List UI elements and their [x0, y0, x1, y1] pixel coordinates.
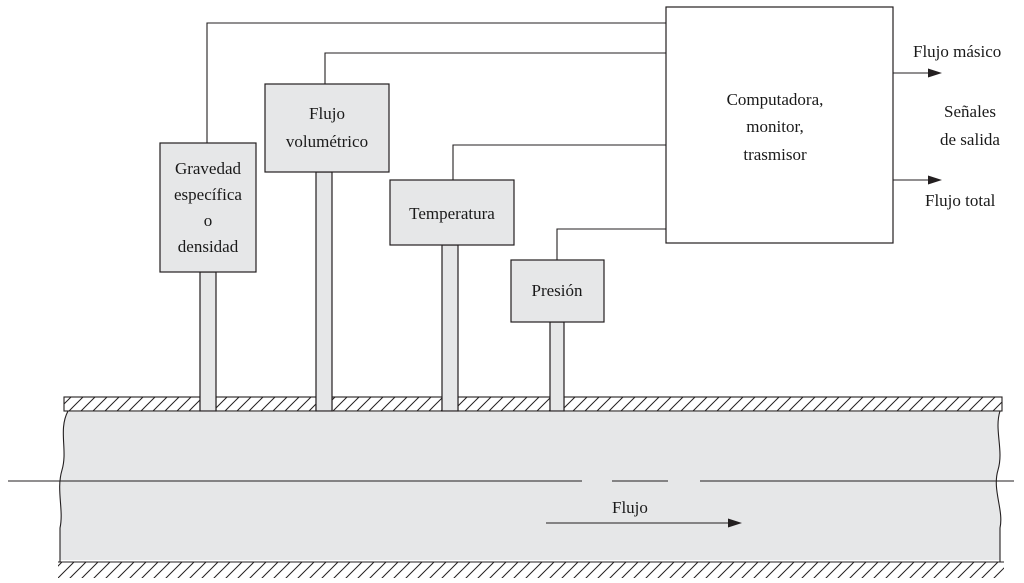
computer-label-line: trasmisor [743, 145, 807, 164]
flow-label: Flujo [612, 498, 648, 517]
sensor-label-line: Temperatura [409, 204, 495, 223]
sensor-label-line: o [204, 211, 213, 230]
pipe-right-break [995, 410, 1002, 562]
sensor-presion: Presión [510, 259, 605, 412]
sensor-box [389, 179, 515, 246]
sensor-box [264, 83, 390, 173]
output-label-senales: Señales [944, 102, 996, 121]
flow-arrow [546, 518, 742, 528]
sensor-temperatura: Temperatura [389, 179, 515, 412]
output-label-flujo-total: Flujo total [925, 191, 996, 210]
sensor-label-line: Flujo [309, 104, 345, 123]
wire-gravedad [206, 22, 666, 143]
sensor-label-line: Gravedad [175, 159, 242, 178]
pipe-left-break [59, 410, 69, 562]
computer-block: Computadora, monitor, trasmisor [665, 6, 894, 244]
output-label-senales: de salida [940, 130, 1000, 149]
sensor-box [159, 142, 257, 273]
signal-wires [206, 22, 666, 260]
computer-label-line: monitor, [746, 117, 803, 136]
sensor-label-line: específica [174, 185, 242, 204]
wire-flujo-volumetrico [324, 52, 666, 84]
sensor-label-line: densidad [178, 237, 239, 256]
sensor-stem [199, 271, 217, 412]
pipe-interior [59, 412, 1001, 560]
wire-presion [556, 228, 666, 260]
computer-box [665, 6, 894, 244]
pipe [58, 396, 1004, 578]
sensor-flujo-volumetrico: Flujo volumétrico [264, 83, 390, 412]
sensor-stem [549, 321, 565, 412]
sensor-gravedad-especifica: Gravedad específica o densidad [159, 142, 257, 412]
output-arrow-flujo-total [893, 175, 942, 185]
sensor-label-line: volumétrico [286, 132, 368, 151]
sensor-label-line: Presión [532, 281, 584, 300]
computer-label-line: Computadora, [727, 90, 824, 109]
sensor-box [510, 259, 605, 323]
wire-temperatura [452, 144, 666, 180]
output-label-flujo-masico: Flujo másico [913, 42, 1001, 61]
pipe-bottom-wall [58, 562, 1004, 578]
sensor-stem [441, 244, 459, 412]
output-arrow-flujo-masico [893, 68, 942, 78]
sensor-stem [315, 171, 333, 412]
